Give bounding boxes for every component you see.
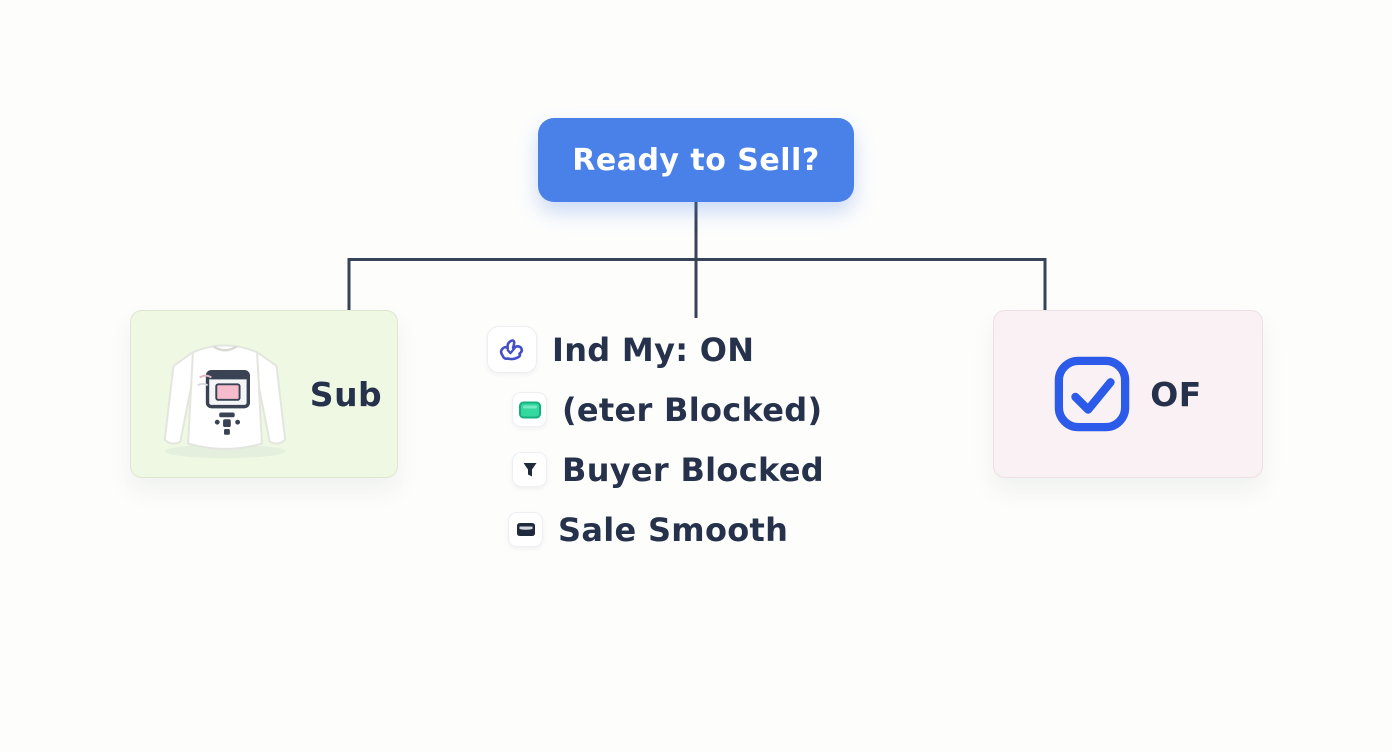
- sketch-check-icon: [487, 326, 537, 373]
- root-node-label: Ready to Sell?: [572, 142, 820, 178]
- branch-card-left: Sub: [130, 310, 398, 478]
- branch-left-label: Sub: [309, 374, 383, 414]
- root-node-ready-to-sell: Ready to Sell?: [538, 118, 854, 202]
- list-item-label: Ind My: ON: [552, 330, 755, 369]
- list-item: Buyer Blocked: [512, 446, 867, 493]
- list-item: (eter Blocked): [512, 386, 867, 433]
- shirt-image: [146, 327, 304, 461]
- list-item: Sale Smooth: [508, 506, 867, 553]
- list-item: Ind My: ON: [487, 326, 867, 373]
- list-item-label: Buyer Blocked: [562, 450, 824, 489]
- checkbox-checked-icon: [1054, 356, 1130, 432]
- branch-list-middle: Ind My: ON (eter Blocked) Buyer Blocked: [487, 326, 867, 553]
- branch-card-right: OF: [993, 310, 1263, 478]
- list-item-label: Sale Smooth: [558, 510, 789, 549]
- funnel-icon: [512, 452, 547, 487]
- list-item-label: (eter Blocked): [562, 390, 823, 429]
- green-card-icon: [512, 392, 547, 427]
- branch-right-label: OF: [1150, 374, 1202, 414]
- wallet-icon: [508, 512, 543, 547]
